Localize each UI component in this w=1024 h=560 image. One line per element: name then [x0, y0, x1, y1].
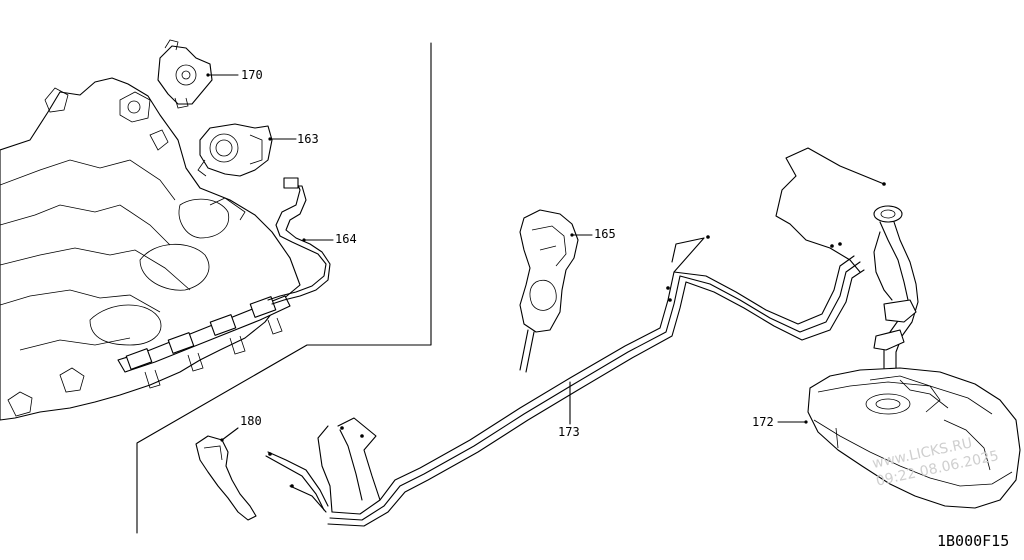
part-173-fuel-tubes — [265, 235, 865, 527]
filler-neck-drawing — [873, 205, 919, 371]
upper-right-tube-contour — [775, 147, 886, 273]
part-label-172: 172 — [752, 415, 774, 429]
drawing-code: 1B000F15 — [937, 532, 1009, 550]
fuel-rail-drawing — [117, 295, 291, 389]
part-172-fuel-tank — [777, 367, 1021, 509]
part-label-173: 173 — [558, 425, 580, 439]
part-170-drawing — [157, 39, 239, 109]
part-label-163: 163 — [297, 132, 319, 146]
part-180-drawing — [195, 427, 257, 521]
part-label-165: 165 — [594, 227, 616, 241]
part-label-170: 170 — [241, 68, 263, 82]
part-165-drawing — [519, 209, 593, 373]
engine-frame-lines — [136, 42, 432, 534]
part-163-drawing — [197, 123, 297, 177]
part-164-drawing — [267, 177, 334, 305]
part-label-180: 180 — [240, 414, 262, 428]
part-label-164: 164 — [335, 232, 357, 246]
